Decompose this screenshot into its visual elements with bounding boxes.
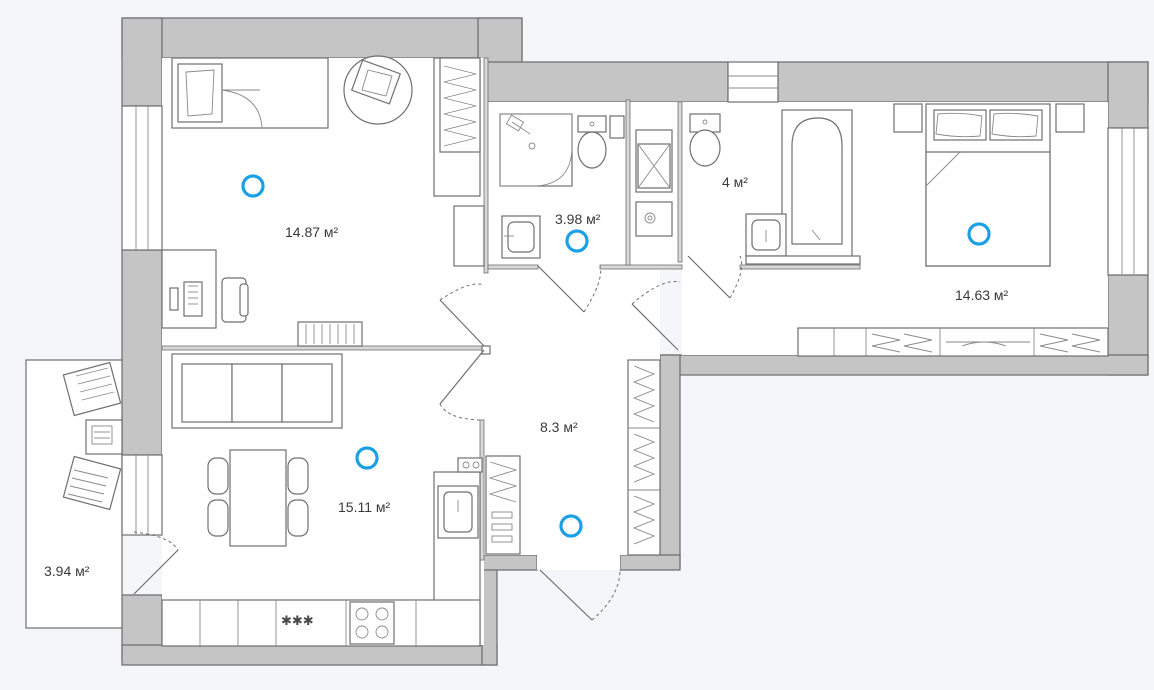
balcony-furniture <box>62 361 123 511</box>
nightstand-left <box>893 103 923 133</box>
hotspot-hallway[interactable] <box>559 514 583 538</box>
toilet-bath <box>577 115 625 169</box>
area-label-kitchen-living: 15.11 м² <box>338 499 391 515</box>
area-label-toilet: 4 м² <box>722 174 748 190</box>
coat-rack <box>485 455 521 555</box>
partitions <box>161 57 861 561</box>
bed-double <box>925 103 1051 267</box>
kitchen-counter <box>161 457 483 647</box>
dining-table <box>207 449 309 547</box>
sofa <box>171 353 343 429</box>
area-labels: 14.87 м² 3.98 м² 4 м² 14.63 м² 8.3 м² 15… <box>44 174 1009 579</box>
bathtub <box>781 109 853 259</box>
nightstand-right <box>1055 103 1085 133</box>
wardrobe-hall <box>627 359 661 556</box>
hotspot-bedroom-left[interactable] <box>241 174 265 198</box>
tub-panel <box>745 255 861 265</box>
shower <box>499 113 573 187</box>
sink-bath <box>501 215 541 259</box>
armchair <box>343 55 413 125</box>
area-label-bedroom-left: 14.87 м² <box>285 224 339 240</box>
toilet-wc <box>689 113 721 167</box>
area-label-bathroom: 3.98 м² <box>555 211 601 227</box>
hotspot-kitchen-living[interactable] <box>355 446 379 470</box>
wardrobe-right <box>797 327 1109 357</box>
hotspots <box>241 174 991 538</box>
area-label-hallway: 8.3 м² <box>540 419 578 435</box>
wardrobe-left <box>433 57 481 197</box>
hotspot-bedroom-right[interactable] <box>967 222 991 246</box>
hotspot-bathroom[interactable] <box>565 229 589 253</box>
sink-wc <box>745 213 787 257</box>
area-label-bedroom-right: 14.63 м² <box>955 287 1009 303</box>
doors <box>133 255 743 621</box>
walls <box>121 17 1149 666</box>
radiator-left <box>297 321 363 347</box>
desk <box>161 249 249 329</box>
stove-icon: ✱✱✱ <box>281 614 314 629</box>
washer-bath <box>635 129 673 237</box>
area-label-balcony: 3.94 м² <box>44 563 90 579</box>
bed-single <box>171 57 329 129</box>
windows <box>121 61 1149 536</box>
shelf <box>453 205 485 267</box>
